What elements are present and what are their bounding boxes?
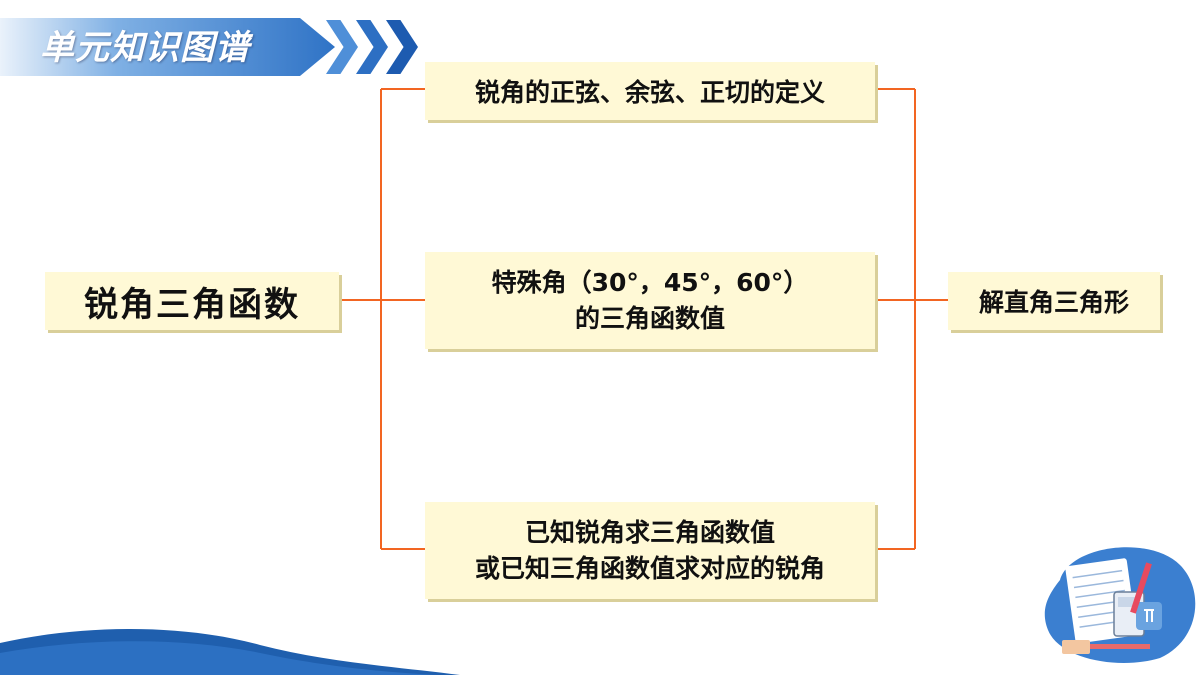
node-solve-label: 解直角三角形 [978, 288, 1129, 317]
node-special-line-2: 的三角函数值 [574, 303, 725, 333]
node-definition: 锐角的正弦、余弦、正切的定义 [425, 62, 875, 120]
node-special-line-1: 特殊角（30°，45°，60°） [491, 267, 809, 297]
node-inverse-line-1: 已知锐角求三角函数值 [524, 517, 775, 547]
node-special-angles: 特殊角（30°，45°，60°） 的三角函数值 [425, 252, 875, 349]
node-main: 锐角三角函数 [45, 272, 339, 330]
node-main-label: 锐角三角函数 [84, 284, 300, 325]
bottom-wave-decoration [0, 629, 460, 675]
page-title: 单元知识图谱 [40, 28, 250, 68]
node-inverse: 已知锐角求三角函数值 或已知三角函数值求对应的锐角 [425, 502, 875, 599]
math-notebook-calculator-icon [1044, 547, 1196, 663]
header-bar [0, 18, 335, 76]
node-definition-label: 锐角的正弦、余弦、正切的定义 [474, 78, 825, 107]
node-solve-triangle: 解直角三角形 [948, 272, 1160, 330]
node-inverse-line-2: 或已知三角函数值求对应的锐角 [474, 553, 825, 583]
